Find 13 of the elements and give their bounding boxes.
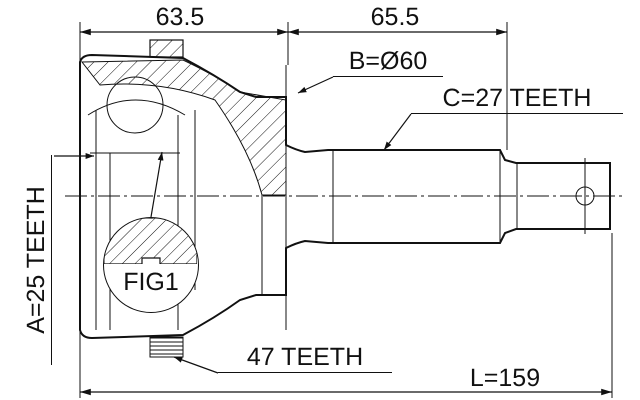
leader-line bbox=[150, 152, 164, 218]
leader-line bbox=[298, 76, 334, 94]
leader-line bbox=[384, 114, 412, 150]
leader-line bbox=[174, 356, 218, 374]
dimension-value: 65.5 bbox=[370, 3, 420, 32]
callout-text: B=Ø60 bbox=[333, 47, 443, 77]
dimension-value: 63.5 bbox=[154, 3, 206, 32]
callout-text: 47 TEETH bbox=[218, 343, 392, 373]
detail-label: FIG1 bbox=[122, 268, 180, 297]
callout-text: C=27 TEETH bbox=[411, 84, 623, 114]
leader-line bbox=[54, 153, 94, 159]
callout-text: A=25 TEETH bbox=[22, 155, 52, 365]
dimension-value: L=159 bbox=[468, 364, 542, 393]
